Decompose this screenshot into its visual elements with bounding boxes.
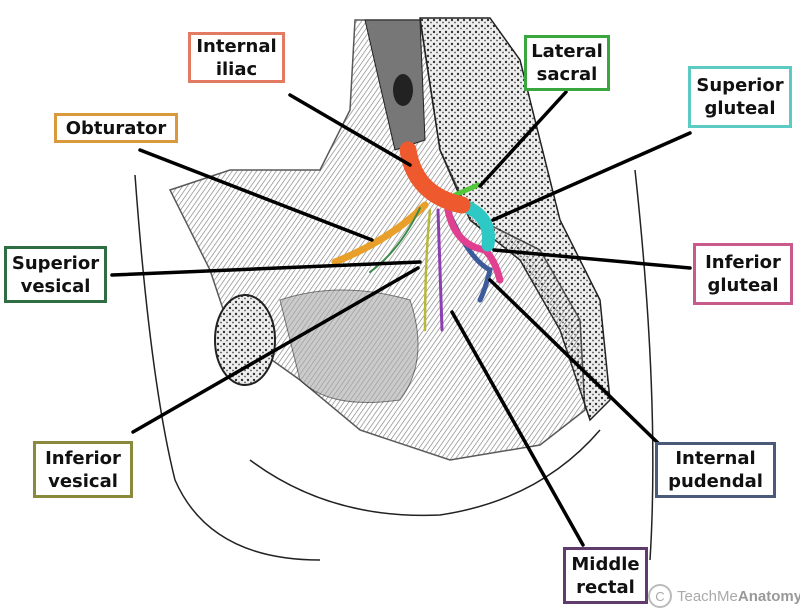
label-obturator: Obturator: [54, 113, 178, 143]
outline-bottom: [249, 429, 601, 517]
pubic-bone: [214, 294, 276, 386]
leader-inferior-vesical: [131, 266, 420, 434]
vessel-lateral-sacral: [452, 182, 481, 198]
label-text: rectal: [576, 576, 635, 598]
leader-superior-vesical: [110, 260, 422, 277]
bladder: [279, 289, 419, 403]
label-text: Superior: [11, 252, 100, 274]
leader-obturator: [138, 148, 374, 242]
leader-superior-gluteal: [491, 131, 692, 222]
outline-left: [134, 174, 321, 561]
label-text: vesical: [48, 470, 118, 492]
vessel-lumen: [393, 74, 413, 106]
label-text: pudendal: [668, 471, 763, 492]
label-text: Obturator: [65, 117, 167, 139]
vessel-inferior-vesical: [423, 208, 432, 332]
label-text: Lateral: [531, 41, 603, 62]
watermark-text-bold: Anatomy: [737, 587, 800, 605]
leader-internal-iliac: [288, 93, 412, 167]
label-text: Inferior: [705, 252, 781, 273]
label-text: vesical: [20, 275, 91, 297]
label-text: Superior: [696, 75, 784, 96]
leader-lines: [110, 90, 692, 547]
label-text: Internal: [675, 448, 756, 469]
leader-inferior-gluteal: [492, 248, 692, 270]
label-text: sacral: [536, 64, 598, 85]
leader-internal-pudendal: [488, 278, 660, 445]
watermark-text: TeachMe: [677, 587, 738, 605]
vessel-internal-iliac: [399, 141, 471, 214]
leader-middle-rectal: [450, 310, 585, 547]
vessel-middle-rectal: [436, 208, 444, 332]
watermark: C TeachMeAnatomy: [648, 584, 800, 608]
leader-lateral-sacral: [478, 90, 568, 188]
label-text: iliac: [215, 58, 258, 80]
vessel-superior-vesical: [369, 207, 421, 273]
label-text: gluteal: [704, 98, 776, 119]
label-text: Middle: [571, 553, 640, 575]
outline-right: [634, 169, 654, 561]
label-text: gluteal: [707, 275, 779, 296]
label-text: Inferior: [45, 447, 121, 469]
label-text: Internal: [196, 35, 277, 57]
copyright-icon: C: [648, 584, 672, 608]
